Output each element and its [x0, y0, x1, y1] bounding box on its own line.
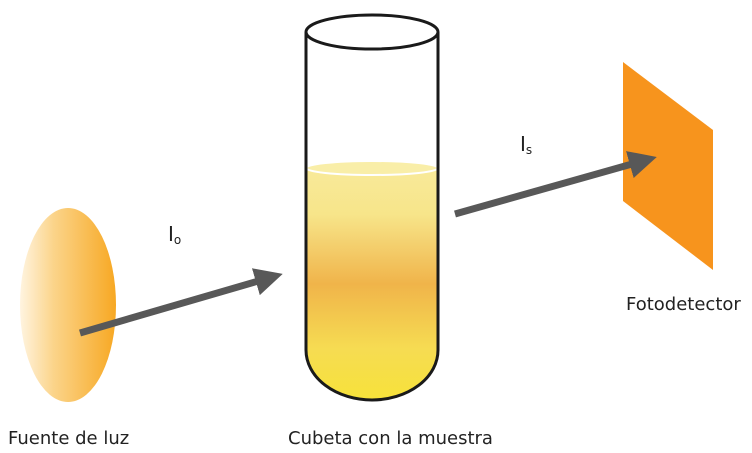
cuvette-rim — [304, 13, 440, 51]
light-source — [20, 208, 116, 402]
liquid-surface — [305, 160, 439, 176]
photodetector-label: Fotodetector — [626, 294, 741, 315]
transmitted-beam-arrow — [454, 151, 657, 218]
light-source-label: Fuente de luz — [8, 428, 130, 449]
incident-intensity-label: Io — [168, 222, 182, 247]
cuvette-sample-liquid — [306, 168, 438, 400]
transmitted-intensity-label: Is — [520, 132, 533, 157]
cuvette-label: Cubeta con la muestra — [288, 428, 493, 449]
photodetector — [623, 62, 713, 270]
incident-beam-arrow — [79, 268, 283, 337]
cuvette-tube — [304, 32, 440, 402]
